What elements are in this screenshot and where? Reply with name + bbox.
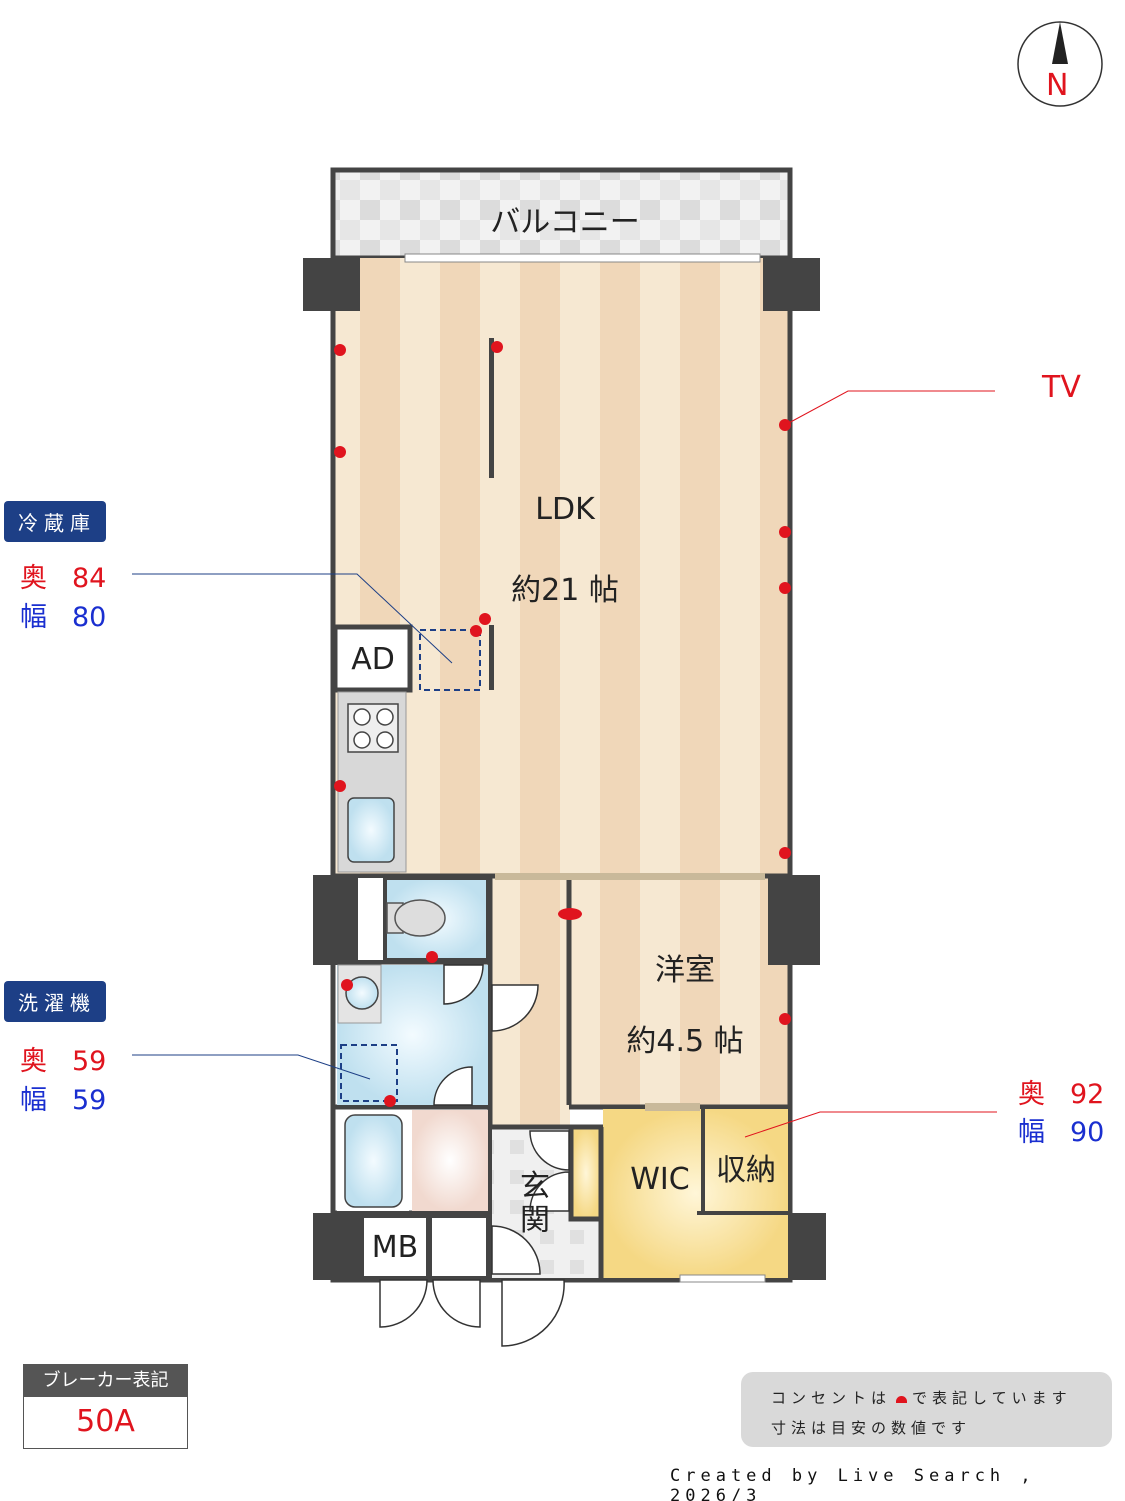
ad-box — [332, 624, 413, 693]
fridge-space — [419, 629, 481, 691]
legend-note: コンセントは で表記しています 寸法は目安の数値です — [741, 1372, 1112, 1447]
stove-icon — [347, 703, 399, 753]
mb-label: MB — [371, 1230, 419, 1265]
note-line1-b: で表記しています — [912, 1389, 1072, 1407]
breaker-box: ブレーカー表記 50A — [23, 1364, 188, 1449]
sink-icon — [347, 797, 395, 863]
pillars — [303, 258, 826, 1280]
depth-value: 59 — [72, 1046, 107, 1077]
outlet-icon — [896, 1396, 908, 1403]
outlet-markers — [334, 341, 791, 1107]
tv-label: TV — [1042, 370, 1081, 405]
width-label: 幅 — [1018, 1117, 1045, 1148]
note-line2: 寸法は目安の数値です — [771, 1419, 972, 1437]
ldk-size-label: 約21 帖 — [511, 573, 619, 608]
ldk-label: LDK — [535, 492, 595, 527]
depth-label: 奥 — [20, 563, 47, 594]
width-value: 80 — [72, 602, 107, 633]
washbasin-icon — [345, 976, 379, 1010]
storage-depth: 奥 92 — [1018, 1072, 1104, 1111]
depth-label: 奥 — [1018, 1079, 1045, 1110]
washer-width: 幅 59 — [20, 1078, 106, 1117]
depth-label: 奥 — [20, 1046, 47, 1077]
shoe-cabinet — [568, 1124, 604, 1222]
ldk-floor — [335, 258, 790, 875]
breaker-value: 50A — [76, 1404, 135, 1439]
depth-value: 84 — [72, 563, 107, 594]
balcony-label: バルコニー — [490, 205, 640, 240]
note-line1-a: コンセントは — [771, 1389, 892, 1407]
compass-north-label: N — [1046, 68, 1069, 103]
washer-depth: 奥 59 — [20, 1039, 106, 1078]
depth-value: 92 — [1070, 1079, 1105, 1110]
ad-label: AD — [351, 642, 395, 677]
wic-label: WIC — [630, 1162, 690, 1197]
bathtub-icon — [344, 1114, 403, 1208]
width-label: 幅 — [20, 1085, 47, 1116]
western-size-label: 約4.5 帖 — [626, 1024, 744, 1059]
fridge-badge: 冷蔵庫 — [4, 501, 106, 542]
wic-floor — [603, 1109, 788, 1278]
balcony — [330, 167, 793, 261]
western-room-label: 洋室 — [655, 953, 715, 988]
entrance-label: 玄関 — [520, 1169, 550, 1238]
western-floor — [570, 877, 790, 1107]
toilet-icon — [386, 899, 446, 937]
width-value: 90 — [1070, 1117, 1105, 1148]
breaker-title: ブレーカー表記 — [24, 1365, 187, 1397]
fridge-depth: 奥 84 — [20, 556, 106, 595]
washer-badge: 洗濯機 — [4, 981, 106, 1022]
storage-label: 収納 — [716, 1153, 776, 1188]
doors — [379, 964, 570, 1347]
width-label: 幅 — [20, 602, 47, 633]
bathroom-vanity — [412, 1110, 488, 1211]
washer-space — [340, 1044, 398, 1102]
credit-text: Created by Live Search , 2026/3 — [670, 1466, 1036, 1501]
fridge-width: 幅 80 — [20, 595, 106, 634]
width-value: 59 — [72, 1085, 107, 1116]
storage-width: 幅 90 — [1018, 1110, 1104, 1149]
compass-icon — [1017, 21, 1103, 107]
